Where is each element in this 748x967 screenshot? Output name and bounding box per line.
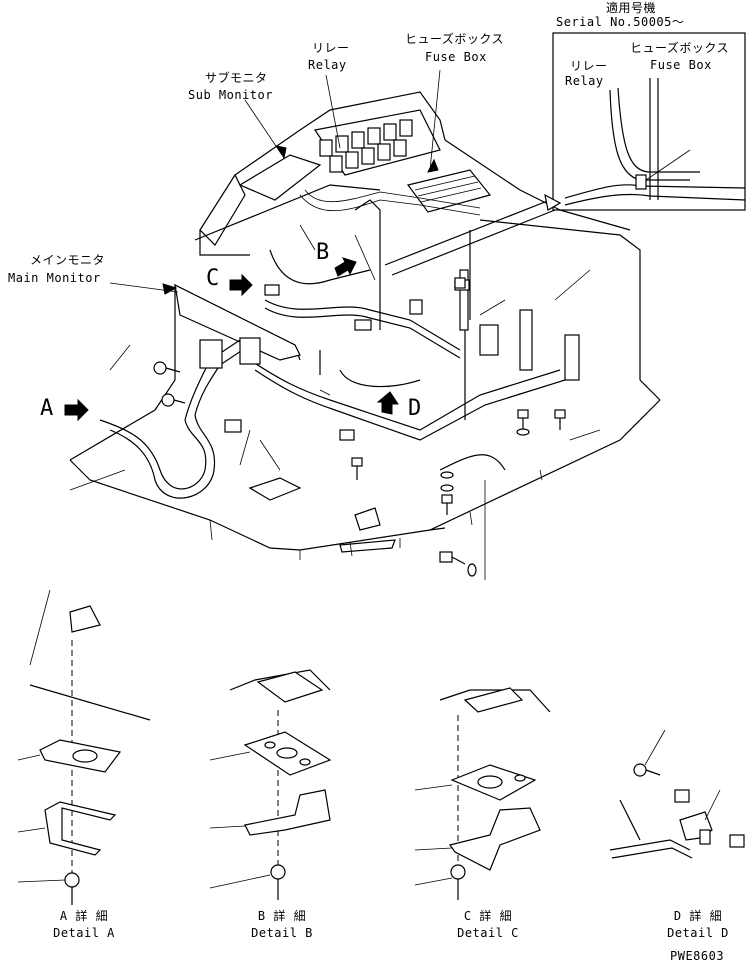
applicable-serial-jp: 適用号機 — [605, 1, 656, 15]
view-a-label: A — [40, 396, 54, 421]
view-arrows — [64, 257, 399, 422]
main-monitor-label-jp: メインモニタ — [30, 253, 106, 267]
relay-block — [313, 74, 441, 176]
view-b-label: B — [316, 240, 330, 265]
inset-fuse-box-en: Fuse Box — [650, 58, 712, 72]
view-c-label: C — [206, 266, 220, 291]
wire-harness — [99, 189, 566, 499]
main-monitor-label-en: Main Monitor — [8, 271, 101, 285]
inset-fuse-box-jp: ヒューズボックス — [630, 41, 730, 55]
inset-relay-jp: リレー — [570, 59, 608, 73]
detail-b-caption-jp: B 詳 細 — [257, 909, 307, 923]
inset-relay-en: Relay — [565, 74, 604, 88]
detail-a-caption-jp: A 詳 細 — [59, 909, 109, 923]
fuse-box — [406, 69, 492, 213]
bolts — [153, 277, 566, 577]
inset-panel — [552, 32, 746, 211]
drawing-number: PWE8603 — [670, 949, 725, 963]
clamps — [199, 269, 580, 441]
sub-monitor — [238, 99, 322, 201]
detail-a-drawing — [17, 589, 151, 905]
detail-d-drawing — [609, 729, 745, 859]
leader-lines — [69, 224, 601, 491]
detail-b-caption-en: Detail B — [251, 926, 313, 940]
main-monitor — [109, 282, 301, 361]
detail-a-caption-en: Detail A — [53, 926, 115, 940]
relay-label-en: Relay — [308, 58, 347, 72]
cab-floor-frame — [69, 91, 661, 560]
detail-d-caption-jp: D 詳 細 — [673, 909, 723, 923]
view-d-label: D — [408, 396, 422, 421]
fuse-box-label-jp: ヒューズボックス — [405, 32, 505, 46]
fuse-box-label-en: Fuse Box — [425, 50, 487, 64]
detail-c-caption-jp: C 詳 細 — [463, 909, 513, 923]
detail-c-drawing — [414, 687, 551, 900]
applicable-serial-en: Serial No.50005～ — [556, 15, 685, 29]
sub-monitor-label-jp: サブモニタ — [205, 71, 268, 85]
relay-label-jp: リレー — [312, 41, 350, 55]
sub-monitor-label-en: Sub Monitor — [188, 88, 273, 102]
detail-c-caption-en: Detail C — [457, 926, 519, 940]
detail-b-drawing — [209, 669, 332, 900]
detail-d-caption-en: Detail D — [667, 926, 729, 940]
